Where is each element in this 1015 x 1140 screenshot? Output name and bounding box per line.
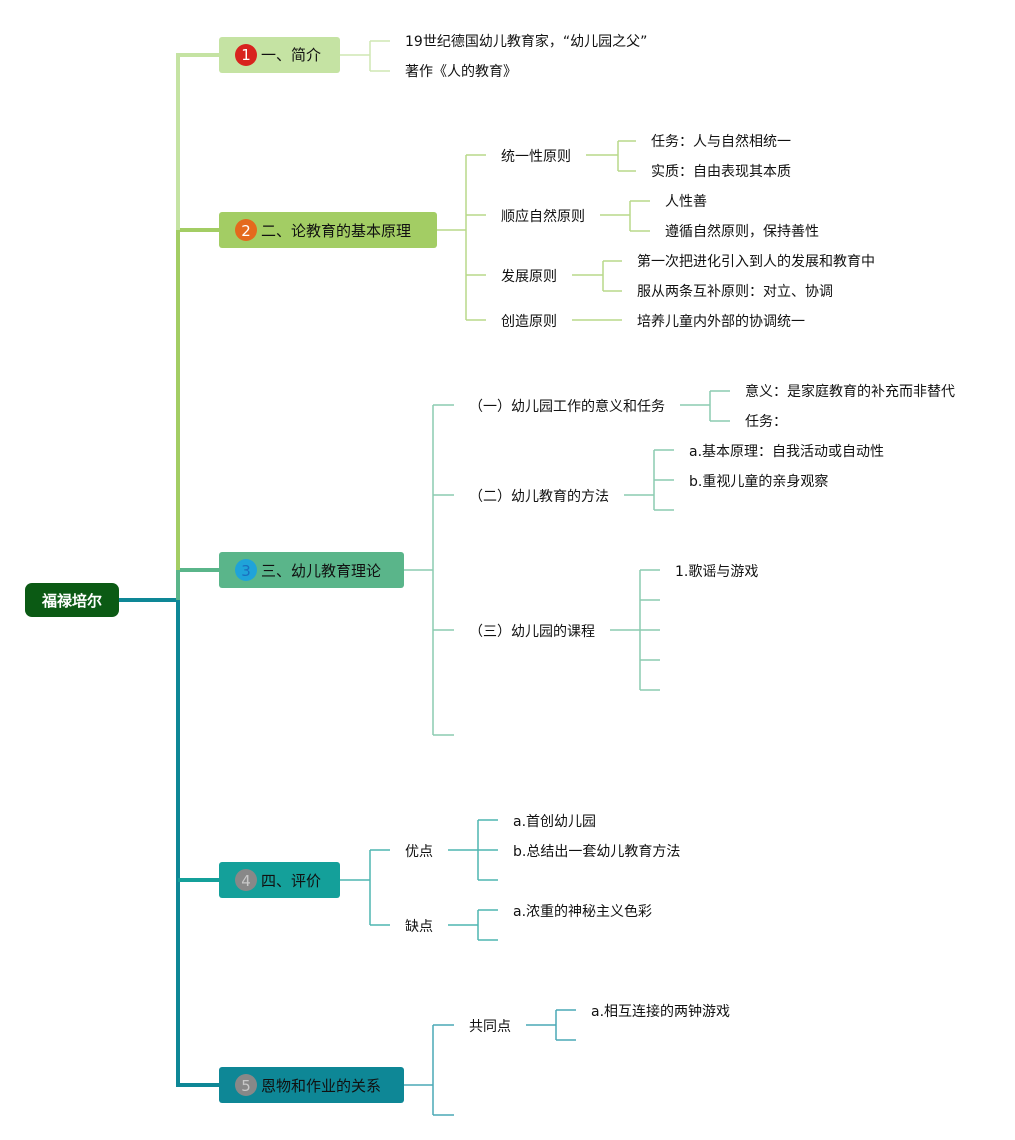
branch-4-number: 4 xyxy=(241,872,251,890)
branch-3-node[interactable]: 3 三、幼儿教育理论 xyxy=(219,552,404,588)
number-5-icon xyxy=(235,1074,257,1096)
branch-5-connectors xyxy=(404,1009,576,1116)
number-4-icon xyxy=(235,869,257,891)
number-1-icon xyxy=(235,44,257,66)
theory-section[interactable]: （二）幼儿教育的方法 xyxy=(469,489,609,505)
theory-section[interactable]: （三）幼儿园的课程 xyxy=(469,624,595,640)
branch-3: 3 三、幼儿教育理论 （一）幼儿园工作的意义和任务 （二）幼儿教育的方法 （三）… xyxy=(219,383,955,736)
trunk-line-3 xyxy=(176,568,220,600)
principle-detail: 实质：自由表现其本质 xyxy=(651,164,791,180)
branch-5-number: 5 xyxy=(241,1077,251,1095)
theory-detail: 1.歌谣与游戏 xyxy=(675,564,758,580)
relation-detail: a.相互连接的两钟游戏 xyxy=(591,1003,730,1020)
trunk-line-1 xyxy=(176,53,220,230)
root-node[interactable]: 福禄培尔 xyxy=(25,583,119,617)
evaluation-label[interactable]: 优点 xyxy=(405,844,433,860)
branch-2-node[interactable]: 2 二、论教育的基本原理 xyxy=(219,212,437,248)
branch-4-connectors xyxy=(340,819,498,941)
branch-4-node[interactable]: 4 四、评价 xyxy=(219,862,340,898)
branch-1-connector xyxy=(340,40,390,72)
number-2-icon xyxy=(235,219,257,241)
principle-detail: 任务：人与自然相统一 xyxy=(651,133,791,150)
trunk-lines xyxy=(118,53,220,1087)
principle-label[interactable]: 发展原则 xyxy=(501,269,557,285)
evaluation-label[interactable]: 缺点 xyxy=(405,919,433,935)
root-label: 福禄培尔 xyxy=(41,592,102,610)
branch-1-node[interactable]: 1 一、简介 xyxy=(219,37,340,73)
theory-detail: b.重视儿童的亲身观察 xyxy=(689,473,828,490)
theory-detail: 意义：是家庭教育的补充而非替代 xyxy=(745,383,955,400)
number-3-icon xyxy=(235,559,257,581)
principle-detail: 第一次把进化引入到人的发展和教育中 xyxy=(637,253,875,270)
branch-5-label: 恩物和作业的关系 xyxy=(261,1077,381,1095)
relation-label[interactable]: 共同点 xyxy=(469,1019,511,1035)
branch-2: 2 二、论教育的基本原理 统一性原则 顺应自然原则 发展原则 创造原则 任务：人… xyxy=(219,133,875,330)
branch-1-number: 1 xyxy=(241,46,251,64)
trunk-line-2 xyxy=(176,228,220,570)
branch-3-number: 3 xyxy=(241,562,251,580)
branch-5-node[interactable]: 5 恩物和作业的关系 xyxy=(219,1067,404,1103)
principle-label[interactable]: 顺应自然原则 xyxy=(501,208,585,225)
evaluation-detail: b.总结出一套幼儿教育方法 xyxy=(513,844,680,860)
branch-3-connectors xyxy=(404,390,730,736)
principle-detail: 遵循自然原则，保持善性 xyxy=(665,223,819,240)
principle-detail: 服从两条互补原则：对立、协调 xyxy=(637,283,833,300)
theory-detail: 任务： xyxy=(745,414,787,430)
branch-1-label: 一、简介 xyxy=(261,46,321,64)
principle-detail: 人性善 xyxy=(665,194,707,210)
branch-4-label: 四、评价 xyxy=(261,872,321,890)
branch-2-label: 二、论教育的基本原理 xyxy=(261,222,411,240)
evaluation-detail: a.浓重的神秘主义色彩 xyxy=(513,903,652,920)
evaluation-detail: a.首创幼儿园 xyxy=(513,814,596,830)
principle-label[interactable]: 统一性原则 xyxy=(501,149,571,165)
theory-section[interactable]: （一）幼儿园工作的意义和任务 xyxy=(469,398,665,415)
branch-1: 1 一、简介 19世纪德国幼儿教育家，“幼儿园之父” 著作《人的教育》 xyxy=(219,33,647,80)
intro-item: 19世纪德国幼儿教育家，“幼儿园之父” xyxy=(405,33,647,50)
branch-2-number: 2 xyxy=(241,222,251,240)
branch-5: 5 恩物和作业的关系 共同点 a.相互连接的两钟游戏 xyxy=(219,1003,730,1116)
theory-detail: a.基本原理：自我活动或自动性 xyxy=(689,443,884,460)
intro-item: 著作《人的教育》 xyxy=(405,64,517,80)
principle-detail: 培养儿童内外部的协调统一 xyxy=(637,313,805,330)
principle-label[interactable]: 创造原则 xyxy=(501,314,557,330)
branch-3-label: 三、幼儿教育理论 xyxy=(261,562,381,580)
trunk-line-5 xyxy=(118,598,220,1087)
branch-4: 4 四、评价 优点 缺点 a.首创幼儿园 b.总结出一套幼儿教育方法 a.浓重的… xyxy=(219,814,680,941)
branch-2-connectors xyxy=(437,140,650,321)
